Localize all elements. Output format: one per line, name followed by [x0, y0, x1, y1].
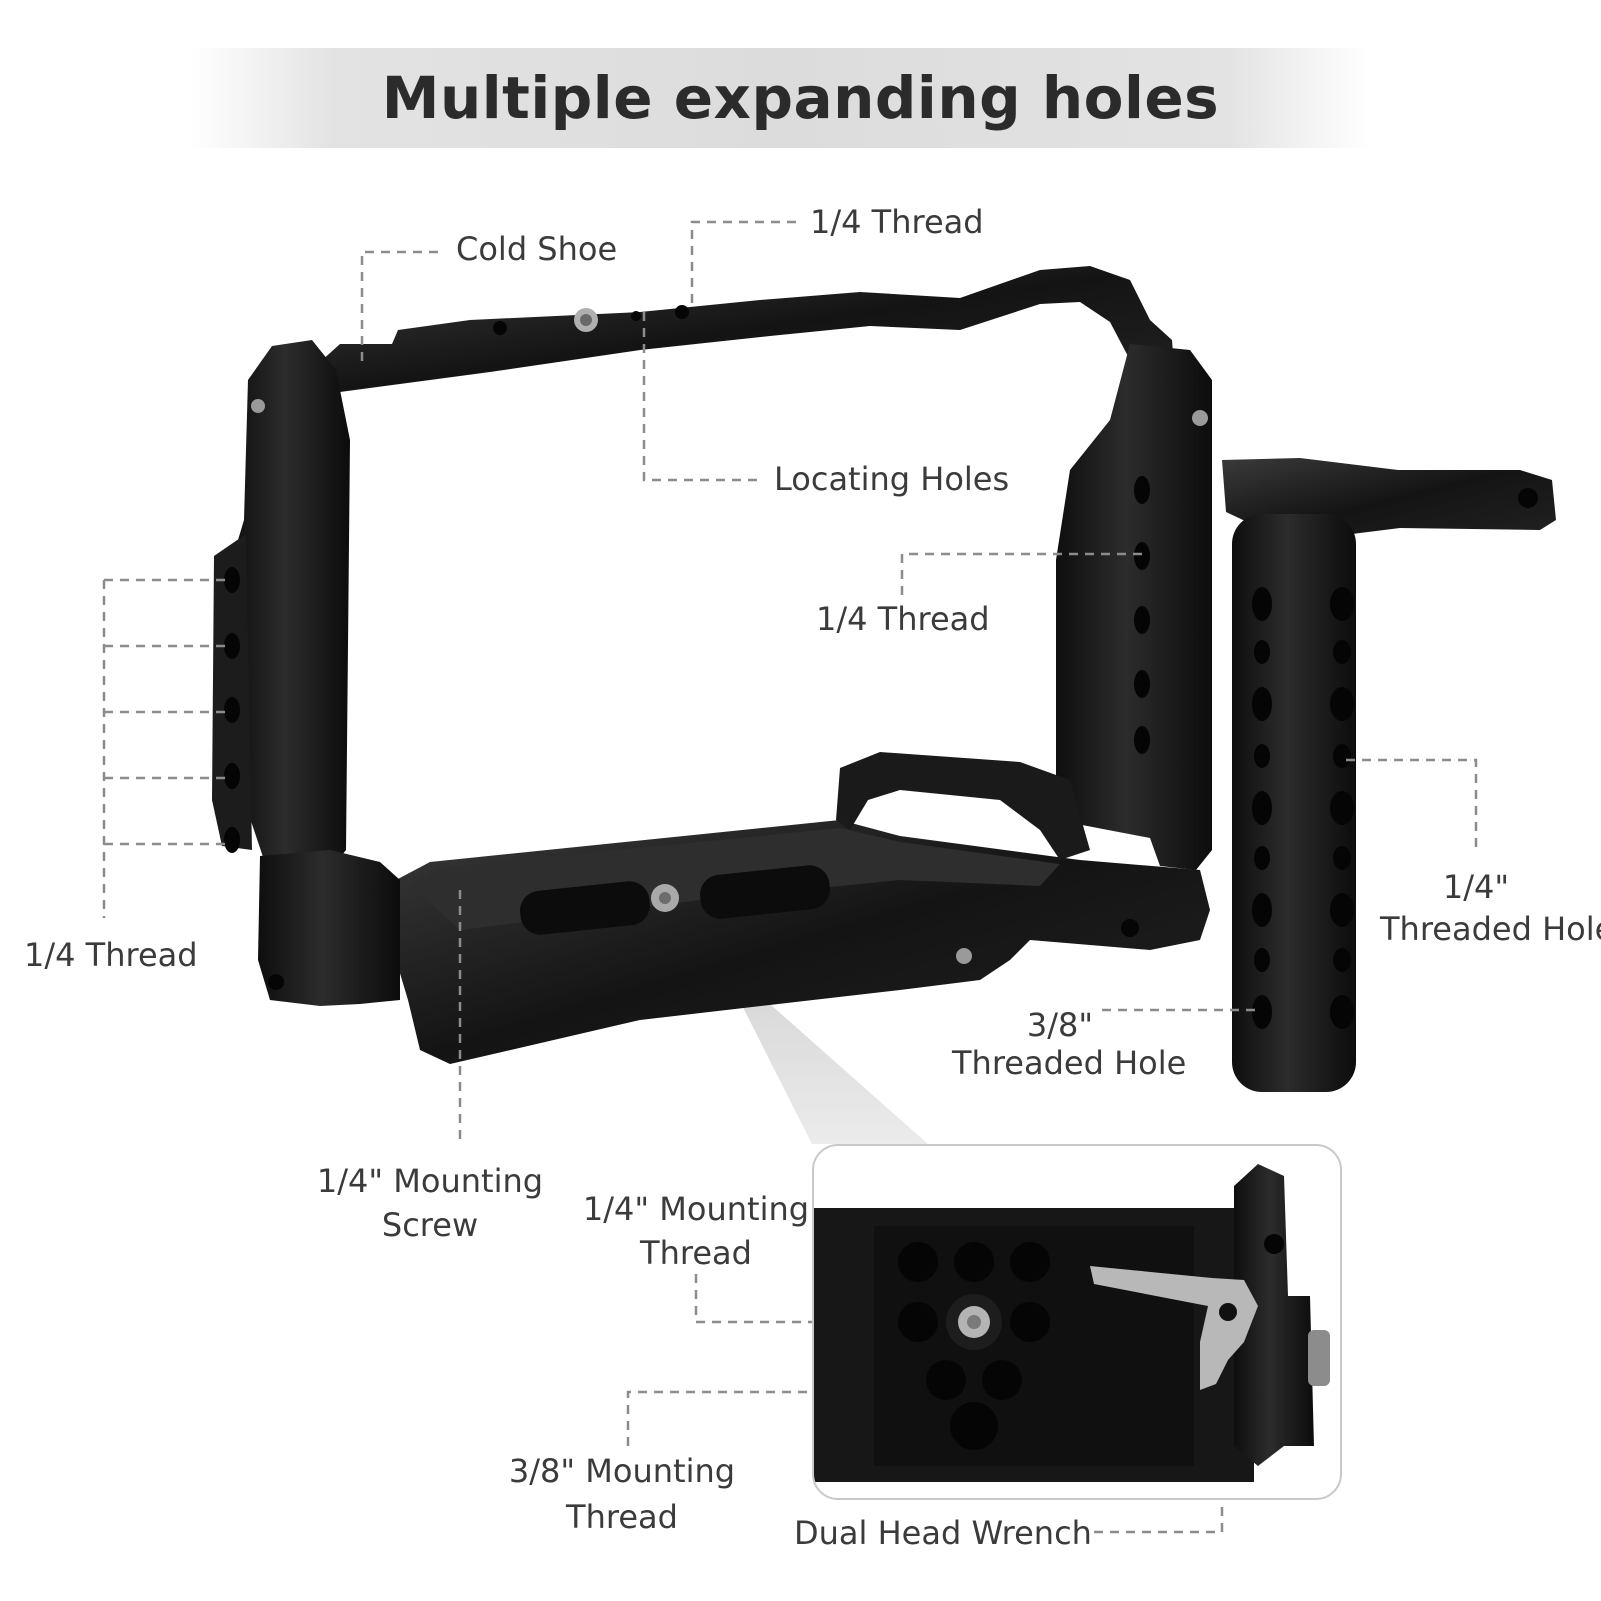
- label-handle-three8-2: Threaded Hole: [952, 1044, 1187, 1082]
- inset-wrench: [1090, 1266, 1258, 1390]
- inset-holes: [898, 1234, 1284, 1450]
- inset-bottom-view: [812, 1144, 1342, 1500]
- camera-cage: [212, 266, 1212, 1064]
- label-locating-holes: Locating Holes: [774, 460, 1010, 498]
- inset-illustration: [814, 1164, 1330, 1482]
- title-band: [190, 48, 1370, 148]
- label-right-thread: 1/4 Thread: [816, 600, 990, 638]
- cage-top-bar: [320, 266, 1175, 392]
- label-handle-quarter-2: Threaded Hole: [1380, 910, 1601, 948]
- leader-mounting-thread: [694, 1274, 910, 1324]
- top-pin: [1192, 410, 1208, 426]
- label-mount-thread-1: 1/4" Mounting: [582, 1190, 810, 1228]
- label-wrench: Dual Head Wrench: [794, 1514, 1092, 1552]
- label-mount-screw-2: Screw: [381, 1206, 479, 1244]
- label-three8-mount-2: Thread: [566, 1498, 678, 1536]
- label-mount-thread-2: Thread: [640, 1234, 752, 1272]
- leader-locating-holes: [642, 312, 758, 482]
- anti-slip-pad-left: [520, 881, 650, 935]
- handle-holes: [1252, 587, 1354, 1029]
- anti-slip-pad-right: [700, 865, 830, 919]
- cage-right-upright: [1056, 344, 1212, 870]
- right-thread-holes: [1134, 476, 1150, 754]
- leader-wrench: [1094, 1420, 1224, 1534]
- cage-left-bracket: [258, 850, 400, 1006]
- label-three8-mount-1: 3/8" Mounting: [508, 1452, 736, 1490]
- side-pin: [956, 948, 972, 964]
- left-thread-holes: [224, 567, 240, 853]
- leader-right-thread: [900, 552, 1142, 598]
- leader-three8-mount: [626, 1390, 970, 1446]
- cage-grip-loop: [836, 752, 1090, 860]
- leader-handle-quarter: [1346, 758, 1478, 852]
- label-left-thread: 1/4 Thread: [24, 936, 198, 974]
- label-mount-screw-1: 1/4" Mounting: [316, 1162, 544, 1200]
- cage-left-upright: [232, 340, 350, 880]
- leader-top-thread: [690, 220, 796, 310]
- label-top-thread: 1/4 Thread: [810, 203, 984, 241]
- cage-left-plate: [212, 534, 252, 850]
- inset-knob: [1308, 1330, 1330, 1386]
- page-title: Multiple expanding holes: [381, 64, 1220, 132]
- top-locating-hole: [631, 311, 641, 321]
- top-handle: [1222, 458, 1556, 1092]
- inset-right-bracket: [1234, 1164, 1314, 1466]
- label-handle-quarter-1: 1/4": [1442, 868, 1510, 906]
- leader-lines: [102, 220, 1478, 1534]
- label-handle-three8-1: 3/8": [1026, 1006, 1094, 1044]
- left-pin: [251, 399, 265, 413]
- label-cold-shoe: Cold Shoe: [456, 230, 618, 268]
